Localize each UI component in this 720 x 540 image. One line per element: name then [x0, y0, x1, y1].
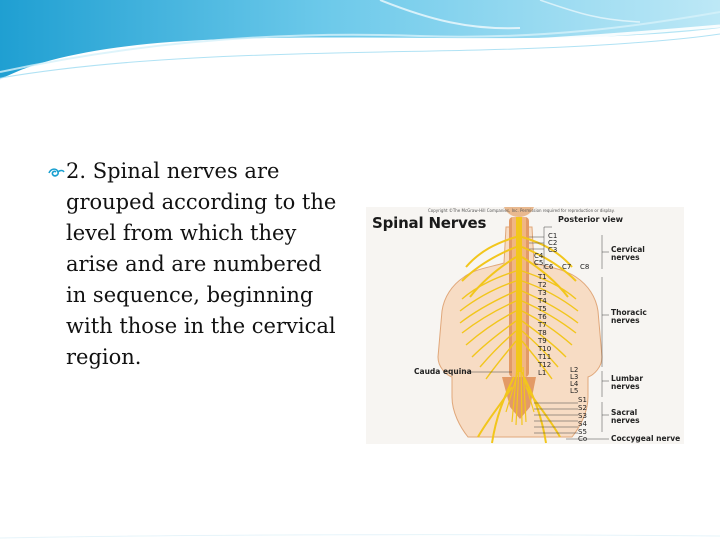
segment-label: T8 — [538, 329, 547, 337]
segment-label: T12 — [538, 361, 552, 369]
coccygeal-nerve-label: Coccygeal nerve — [611, 434, 681, 443]
segment-label: S2 — [578, 404, 587, 412]
spinal-nerves-illustration — [437, 207, 609, 444]
segment-label: L5 — [570, 387, 579, 395]
segment-label: C1 — [548, 232, 558, 240]
segment-label: T3 — [538, 289, 547, 297]
segment-label: C6 — [544, 263, 554, 271]
segment-label: T1 — [538, 273, 547, 281]
segment-label: Co — [578, 435, 588, 443]
spinal-nerves-figure: Spinal Nerves Copyright ©The McGraw-Hill… — [366, 207, 684, 444]
figure-title: Spinal Nerves — [372, 214, 487, 232]
segment-label: L2 — [570, 366, 579, 374]
segment-label: C3 — [548, 246, 558, 254]
footer-line-decoration — [0, 534, 720, 539]
segment-label: L3 — [570, 373, 579, 381]
segment-label: T6 — [538, 313, 547, 321]
segment-label: C8 — [580, 263, 590, 271]
segment-label: L4 — [570, 380, 579, 388]
segment-label: C7 — [562, 263, 572, 271]
segment-label: C2 — [548, 239, 558, 247]
segment-label: L1 — [538, 369, 547, 377]
segment-label: S1 — [578, 396, 587, 404]
cauda-equina-label: Cauda equina — [414, 367, 472, 376]
figure-view-label: Posterior view — [558, 215, 624, 224]
segment-label: C4 — [534, 252, 544, 260]
segment-label: T2 — [538, 281, 547, 289]
figure-copyright: Copyright ©The McGraw-Hill Companies, In… — [428, 208, 615, 213]
header-swoosh-decoration — [0, 0, 720, 82]
segment-label: T11 — [538, 353, 552, 361]
segment-label: T7 — [538, 321, 547, 329]
bullet-text: 2. Spinal nerves are grouped according t… — [66, 159, 337, 369]
bullet-swirl-icon — [48, 168, 65, 177]
segment-label: T9 — [538, 337, 547, 345]
bullet-item: 2. Spinal nerves are grouped according t… — [46, 156, 346, 373]
segment-label: T4 — [538, 297, 547, 305]
segment-label: S3 — [578, 412, 587, 420]
segment-label: T5 — [538, 305, 547, 313]
segment-label: S5 — [578, 428, 587, 436]
segment-label: T10 — [538, 345, 552, 353]
segment-label: S4 — [578, 420, 587, 428]
segment-label: C5 — [534, 259, 544, 267]
